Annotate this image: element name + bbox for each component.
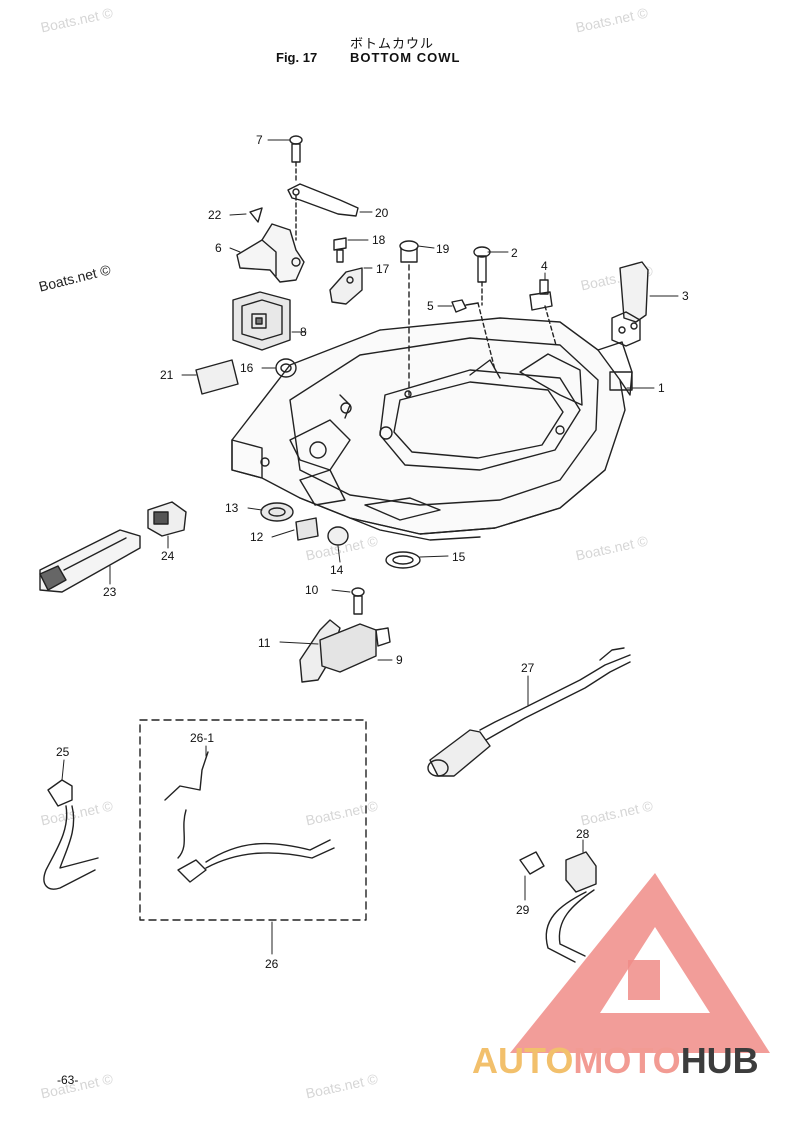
- callout-25: 25: [56, 745, 70, 759]
- figure-title: BOTTOM COWL: [350, 50, 461, 65]
- logo-hub-text: HUB: [680, 1040, 759, 1081]
- part-15-grommet: [385, 551, 421, 569]
- logo-moto-text: MOTO: [573, 1040, 681, 1081]
- part-21-label: [195, 359, 239, 395]
- callout-9: 9: [396, 653, 403, 667]
- callout-26: 26: [265, 957, 279, 971]
- part-29-clip: [519, 851, 545, 875]
- logo-auto-text: AUTO: [472, 1040, 574, 1081]
- callout-18: 18: [372, 233, 386, 247]
- callout-21: 21: [160, 368, 174, 382]
- part-2-bolt: [473, 246, 491, 306]
- part-26-kit-box: [139, 719, 367, 921]
- part-7-bolt: [289, 135, 303, 181]
- callout-numbers: 1 2 3 4 5 6 7 8 9 10 11 12 13 14 15 16 1…: [56, 133, 689, 971]
- page-number: -63-: [57, 1073, 79, 1087]
- part-14-plug: [327, 526, 349, 546]
- part-6-bracket: [236, 223, 305, 283]
- callout-11: 11: [258, 636, 271, 650]
- callout-3: 3: [682, 289, 689, 303]
- callout-19: 19: [436, 242, 450, 256]
- part-8-switch: [232, 291, 291, 351]
- callout-2: 2: [511, 246, 518, 260]
- callout-20: 20: [375, 206, 389, 220]
- part-22-clip: [249, 207, 263, 223]
- part-18-screw: [333, 237, 347, 263]
- callout-10: 10: [305, 583, 319, 597]
- part-10-screw: [351, 587, 365, 615]
- part-13-grommet: [260, 502, 294, 522]
- callout-4: 4: [541, 259, 548, 273]
- callout-14: 14: [330, 563, 344, 577]
- callout-6: 6: [215, 241, 222, 255]
- part-5-screw: [451, 299, 496, 371]
- logo-triangle: [510, 873, 770, 1053]
- callout-28: 28: [576, 827, 590, 841]
- callout-13: 13: [225, 501, 239, 515]
- callout-29: 29: [516, 903, 530, 917]
- part-27-cable: [427, 647, 631, 777]
- callout-26-1: 26-1: [190, 731, 214, 745]
- callout-24: 24: [161, 549, 175, 563]
- leader-lines: [61, 139, 679, 955]
- callout-22: 22: [208, 208, 222, 222]
- callout-15: 15: [452, 550, 466, 564]
- callout-12: 12: [250, 530, 264, 544]
- part-20-plate: [287, 183, 359, 241]
- callout-16: 16: [240, 361, 254, 375]
- callout-5: 5: [427, 299, 434, 313]
- part-3-bracket: [611, 261, 649, 347]
- part-23-handle: [39, 529, 141, 593]
- bottom-cowl-part: [231, 317, 633, 541]
- part-24-sleeve: [147, 501, 187, 537]
- part-9-switch: [319, 623, 391, 673]
- figure-number: Fig. 17: [276, 50, 318, 65]
- figure-title-japanese: ボトムカウル: [350, 37, 435, 52]
- part-28-switch: [545, 851, 597, 963]
- part-17-bracket: [329, 267, 363, 305]
- callout-17: 17: [376, 262, 390, 276]
- part-25-harness: [43, 779, 99, 890]
- callout-27: 27: [521, 661, 535, 675]
- callout-23: 23: [103, 585, 117, 599]
- part-12-clip: [295, 517, 319, 541]
- automotohub-logo: AUTOMOTOHUB: [472, 1040, 759, 1082]
- callout-7: 7: [256, 133, 263, 147]
- part-19-grommet: [399, 240, 419, 396]
- callout-1: 1: [658, 381, 665, 395]
- callout-8: 8: [300, 325, 307, 339]
